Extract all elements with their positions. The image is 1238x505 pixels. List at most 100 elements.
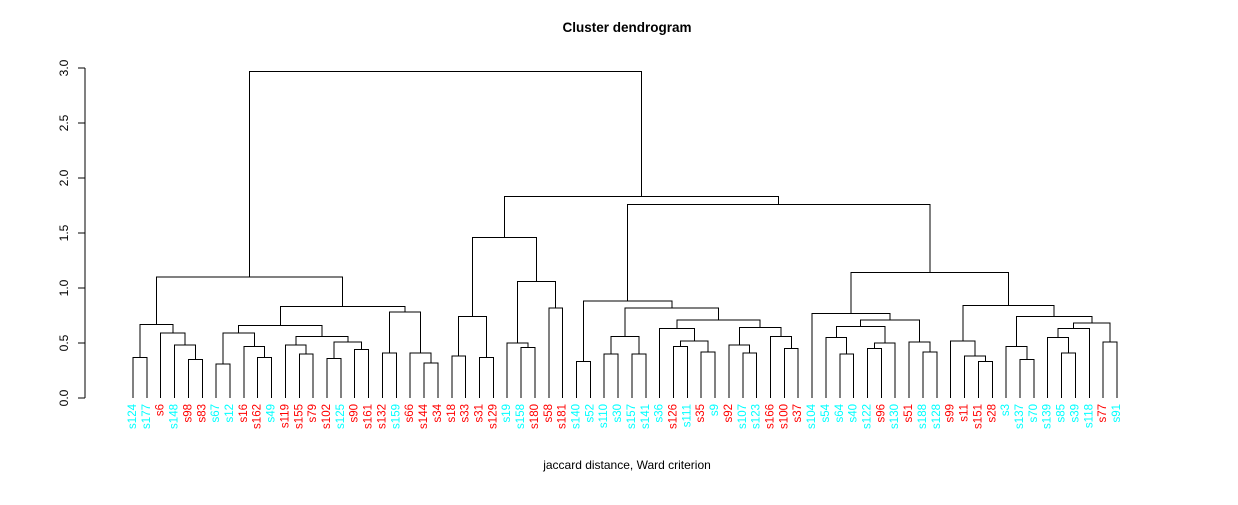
dendrogram-link — [187, 359, 203, 398]
leaf-label: s162 — [252, 404, 264, 429]
dendrogram-link — [964, 355, 986, 398]
dendrogram-link — [409, 352, 432, 398]
leaf-label: s77 — [1097, 404, 1109, 423]
leaf-label: s118 — [1083, 404, 1095, 428]
dendrogram-link — [1016, 316, 1093, 347]
dendrogram-link — [867, 348, 882, 398]
dendrogram-link — [472, 236, 538, 317]
dendrogram-link — [354, 349, 370, 398]
leaf-label: s188 — [917, 404, 929, 429]
dendrogram-link — [295, 335, 349, 346]
leaf-label: s83 — [196, 404, 208, 423]
leaf-label: s122 — [862, 404, 874, 429]
leaf-label: s151 — [972, 404, 984, 429]
y-tick-label: 0.5 — [57, 334, 71, 351]
leaf-label: s155 — [293, 404, 305, 429]
dendrogram-link — [950, 340, 976, 398]
dendrogram-link — [977, 361, 993, 398]
y-tick-label: 2.5 — [57, 114, 71, 131]
dendrogram-link — [333, 341, 363, 359]
leaf-label: s124 — [127, 403, 139, 429]
dendrogram-link — [783, 348, 799, 398]
leaf-label: s123 — [751, 404, 763, 429]
leaf-label: s31 — [473, 404, 485, 423]
leaf-label: s137 — [1014, 404, 1026, 429]
leaf-label: s67 — [210, 404, 222, 423]
dendrogram-link — [504, 196, 780, 238]
dendrogram-link — [1019, 359, 1035, 398]
leaf-label: s52 — [584, 404, 596, 423]
dendrogram-link — [520, 346, 536, 398]
dendrogram-link — [624, 307, 720, 337]
dendrogram-link — [478, 356, 494, 398]
dendrogram-link — [132, 356, 148, 398]
leaf-label: s159 — [390, 404, 402, 429]
dendrogram-link — [506, 342, 529, 398]
y-tick-label: 2.0 — [57, 169, 71, 186]
dendrogram-link — [1057, 328, 1090, 398]
dendrogram-tree — [132, 70, 1118, 398]
dendrogram-link — [839, 353, 855, 398]
dendrogram-link — [835, 326, 886, 343]
leaf-label: s91 — [1111, 404, 1123, 423]
leaf-label: s181 — [557, 404, 569, 429]
leaf-label: s107 — [737, 404, 749, 429]
dendrogram-link — [222, 332, 255, 364]
leaf-label: s125 — [335, 404, 347, 429]
leaf-label: s139 — [1042, 404, 1054, 429]
dendrogram-link — [381, 352, 397, 398]
leaf-label: s157 — [626, 404, 638, 429]
dendrogram-link — [700, 351, 716, 398]
leaf-label: s130 — [889, 404, 901, 429]
leaf-label: s37 — [792, 404, 804, 423]
dendrogram-link — [575, 361, 591, 398]
dendrogram-link — [139, 323, 174, 358]
dendrogram-link — [582, 300, 673, 362]
leaf-label: s90 — [349, 404, 361, 423]
leaf-label: s92 — [723, 404, 735, 423]
leaf-label: s148 — [169, 404, 181, 429]
dendrogram-link — [155, 276, 344, 325]
leaf-label: s104 — [806, 403, 818, 429]
dendrogram-link — [1061, 352, 1076, 398]
y-axis: 0.00.51.01.52.02.53.0 — [57, 59, 86, 406]
leaf-label: s16 — [238, 404, 250, 423]
leaf-label: s132 — [376, 404, 388, 429]
dendrogram-link — [659, 328, 695, 398]
leaf-label: s99 — [945, 404, 957, 423]
dendrogram-link — [908, 341, 931, 398]
leaf-label: s35 — [695, 404, 707, 423]
dendrogram-link — [257, 356, 273, 398]
leaf-label: s85 — [1056, 404, 1068, 423]
dendrogram-link — [627, 203, 931, 302]
leaf-label: s39 — [1069, 404, 1081, 423]
dendrogram-link — [825, 337, 848, 398]
dendrogram-link — [174, 344, 196, 398]
dendrogram-link — [160, 332, 186, 398]
dendrogram-link — [423, 362, 439, 398]
leaf-label: s110 — [598, 404, 610, 428]
leaf-label: s3 — [1000, 404, 1012, 416]
leaf-label: s51 — [903, 404, 915, 423]
dendrogram-link — [215, 363, 231, 398]
leaf-label: s161 — [363, 404, 375, 429]
leaf-label: s180 — [529, 404, 541, 429]
dendrogram-link — [1005, 345, 1028, 398]
leaf-label: s49 — [266, 404, 278, 423]
leaf-label: s140 — [570, 404, 582, 429]
dendrogram-link — [603, 353, 619, 398]
y-tick-label: 3.0 — [57, 59, 71, 76]
dendrogram-link — [238, 324, 323, 337]
dendrogram-link — [388, 311, 422, 353]
dendrogram-link — [298, 353, 314, 398]
leaf-label: s141 — [640, 404, 652, 429]
leaf-label: s100 — [778, 404, 790, 429]
leaf-label: s58 — [543, 404, 555, 423]
leaf-label: s129 — [487, 404, 499, 429]
leaf-label: s30 — [612, 404, 624, 423]
leaf-label: s6 — [155, 404, 167, 416]
leaf-label: s126 — [668, 404, 680, 429]
